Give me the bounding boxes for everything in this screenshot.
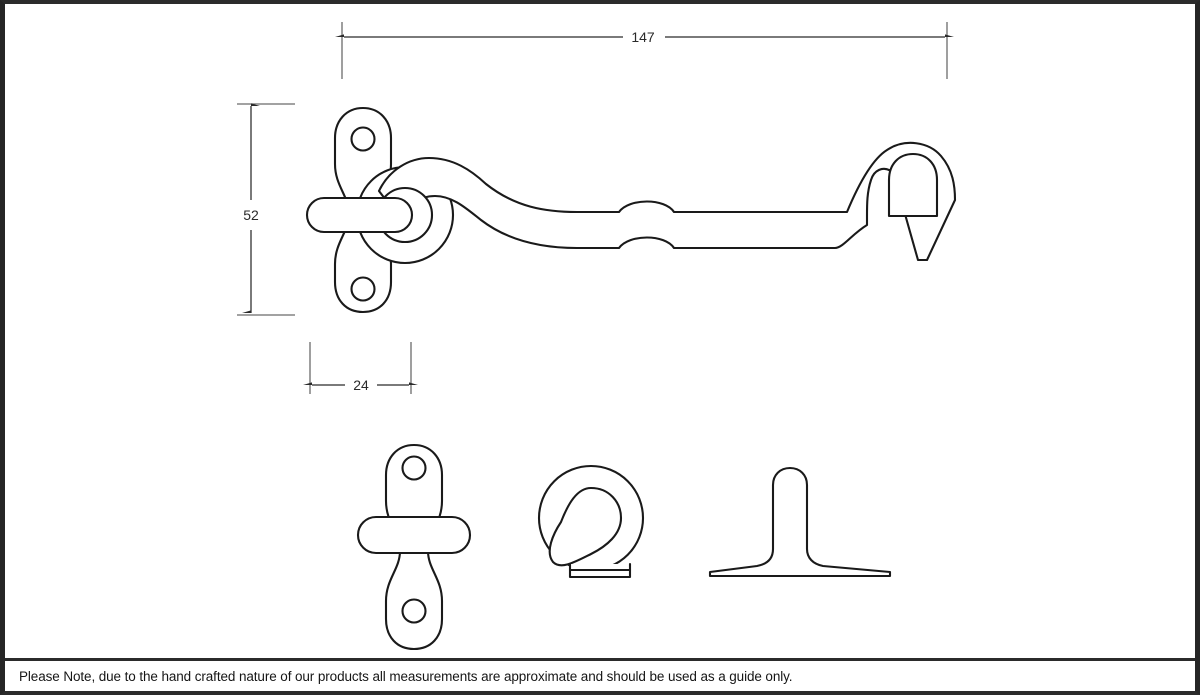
eye-pin	[305, 196, 414, 234]
dimension-label-147: 147	[631, 29, 655, 45]
backplate-side-profile	[708, 466, 892, 578]
backplate-front-pin	[356, 515, 472, 555]
dimension-label-52: 52	[243, 207, 259, 223]
hook-curl-inner-bore	[887, 152, 939, 218]
backplate-screw-hole-bottom	[350, 276, 376, 302]
backplate-front-screw-hole-top	[401, 455, 427, 481]
note-text: Please Note, due to the hand crafted nat…	[19, 668, 793, 684]
hook-end-view	[537, 464, 645, 579]
hook-shank-outline	[377, 141, 957, 262]
note-bar: Please Note, due to the hand crafted nat…	[5, 661, 1195, 691]
dimension-label-24: 24	[353, 377, 369, 393]
dimension-plate-width: 24	[303, 342, 418, 394]
dimension-overall-length: 147	[335, 22, 954, 79]
dimension-plate-height: 52	[237, 103, 295, 316]
backplate-screw-hole-top	[350, 126, 376, 152]
backplate-front-screw-hole-bottom	[401, 598, 427, 624]
technical-drawing-svg: 147 52 24	[237, 22, 957, 651]
drawing-canvas: 147 52 24	[5, 4, 1195, 658]
main-assembly-view	[305, 106, 957, 314]
note-divider	[5, 658, 1195, 661]
backplate-side-view	[708, 466, 892, 578]
backplate-front-view	[356, 443, 472, 651]
